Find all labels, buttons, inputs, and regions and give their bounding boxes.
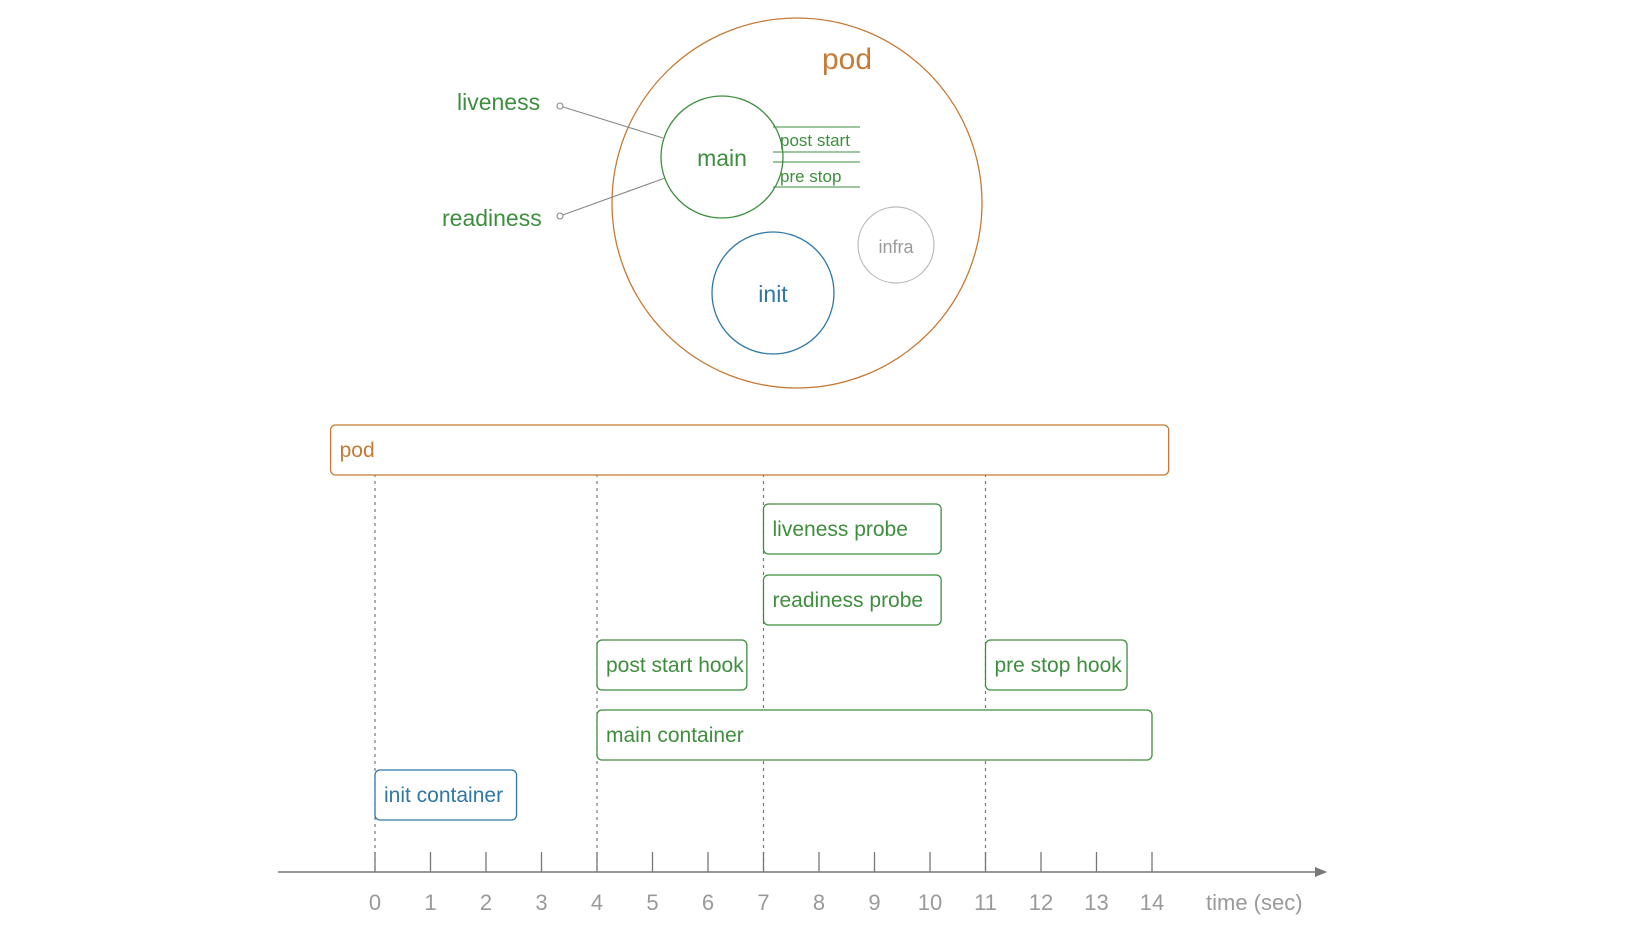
tick-label-8: 8	[813, 890, 825, 915]
tick-label-5: 5	[646, 890, 658, 915]
tick-label-14: 14	[1140, 890, 1164, 915]
timeline-bars: pod liveness probe readiness probe post sta…	[329, 424, 1170, 821]
infra-circle-label: infra	[878, 237, 914, 257]
timeline: pod liveness probe readiness probe post sta…	[278, 424, 1327, 915]
infra-container-circle	[857, 206, 935, 284]
bar-label-init-container: init container	[384, 784, 503, 807]
tick-label-4: 4	[591, 890, 603, 915]
tick-label-10: 10	[918, 890, 942, 915]
bar-pre-stop-hook	[984, 639, 1128, 691]
bar-liveness-probe	[762, 503, 942, 555]
bar-init-container	[374, 769, 518, 821]
liveness-connector-dot	[556, 102, 564, 110]
bar-label-liveness-probe: liveness probe	[773, 518, 908, 541]
bar-main-container	[596, 709, 1153, 761]
bar-label-main-container: main container	[606, 724, 744, 747]
pre-stop-label: pre stop	[780, 167, 841, 186]
tick-label-0: 0	[369, 890, 381, 915]
tick-label-9: 9	[868, 890, 880, 915]
bar-readiness-probe	[762, 574, 942, 626]
tick-label-12: 12	[1029, 890, 1053, 915]
pod-structure: pod liveness readiness main post start p…	[442, 17, 983, 389]
bar-post-start-hook	[596, 639, 748, 691]
pod-circle	[611, 17, 983, 389]
tick-label-1: 1	[424, 890, 436, 915]
tick-label-11: 11	[974, 890, 997, 915]
liveness-connector	[559, 105, 664, 139]
post-start-label: post start	[780, 131, 850, 150]
tick-label-7: 7	[757, 890, 769, 915]
tick-label-3: 3	[535, 890, 547, 915]
init-circle-label: init	[758, 281, 788, 307]
liveness-label: liveness	[457, 89, 540, 115]
init-container-circle	[711, 231, 835, 355]
time-axis-label: time (sec)	[1206, 890, 1303, 915]
readiness-connector-dot	[556, 212, 564, 220]
bar-label-readiness-probe: readiness probe	[773, 589, 924, 612]
pod-circle-label: pod	[822, 43, 872, 76]
bar-label-post-start-hook: post start hook	[606, 654, 744, 677]
tick-label-2: 2	[480, 890, 492, 915]
bar-label-pre-stop-hook: pre stop hook	[995, 654, 1123, 677]
bar-pod	[329, 424, 1170, 476]
tick-label-6: 6	[702, 890, 714, 915]
bar-label-pod: pod	[340, 439, 375, 462]
main-circle-label: main	[697, 145, 747, 171]
tick-label-13: 13	[1084, 890, 1108, 915]
readiness-label: readiness	[442, 205, 542, 231]
readiness-connector	[559, 177, 666, 217]
